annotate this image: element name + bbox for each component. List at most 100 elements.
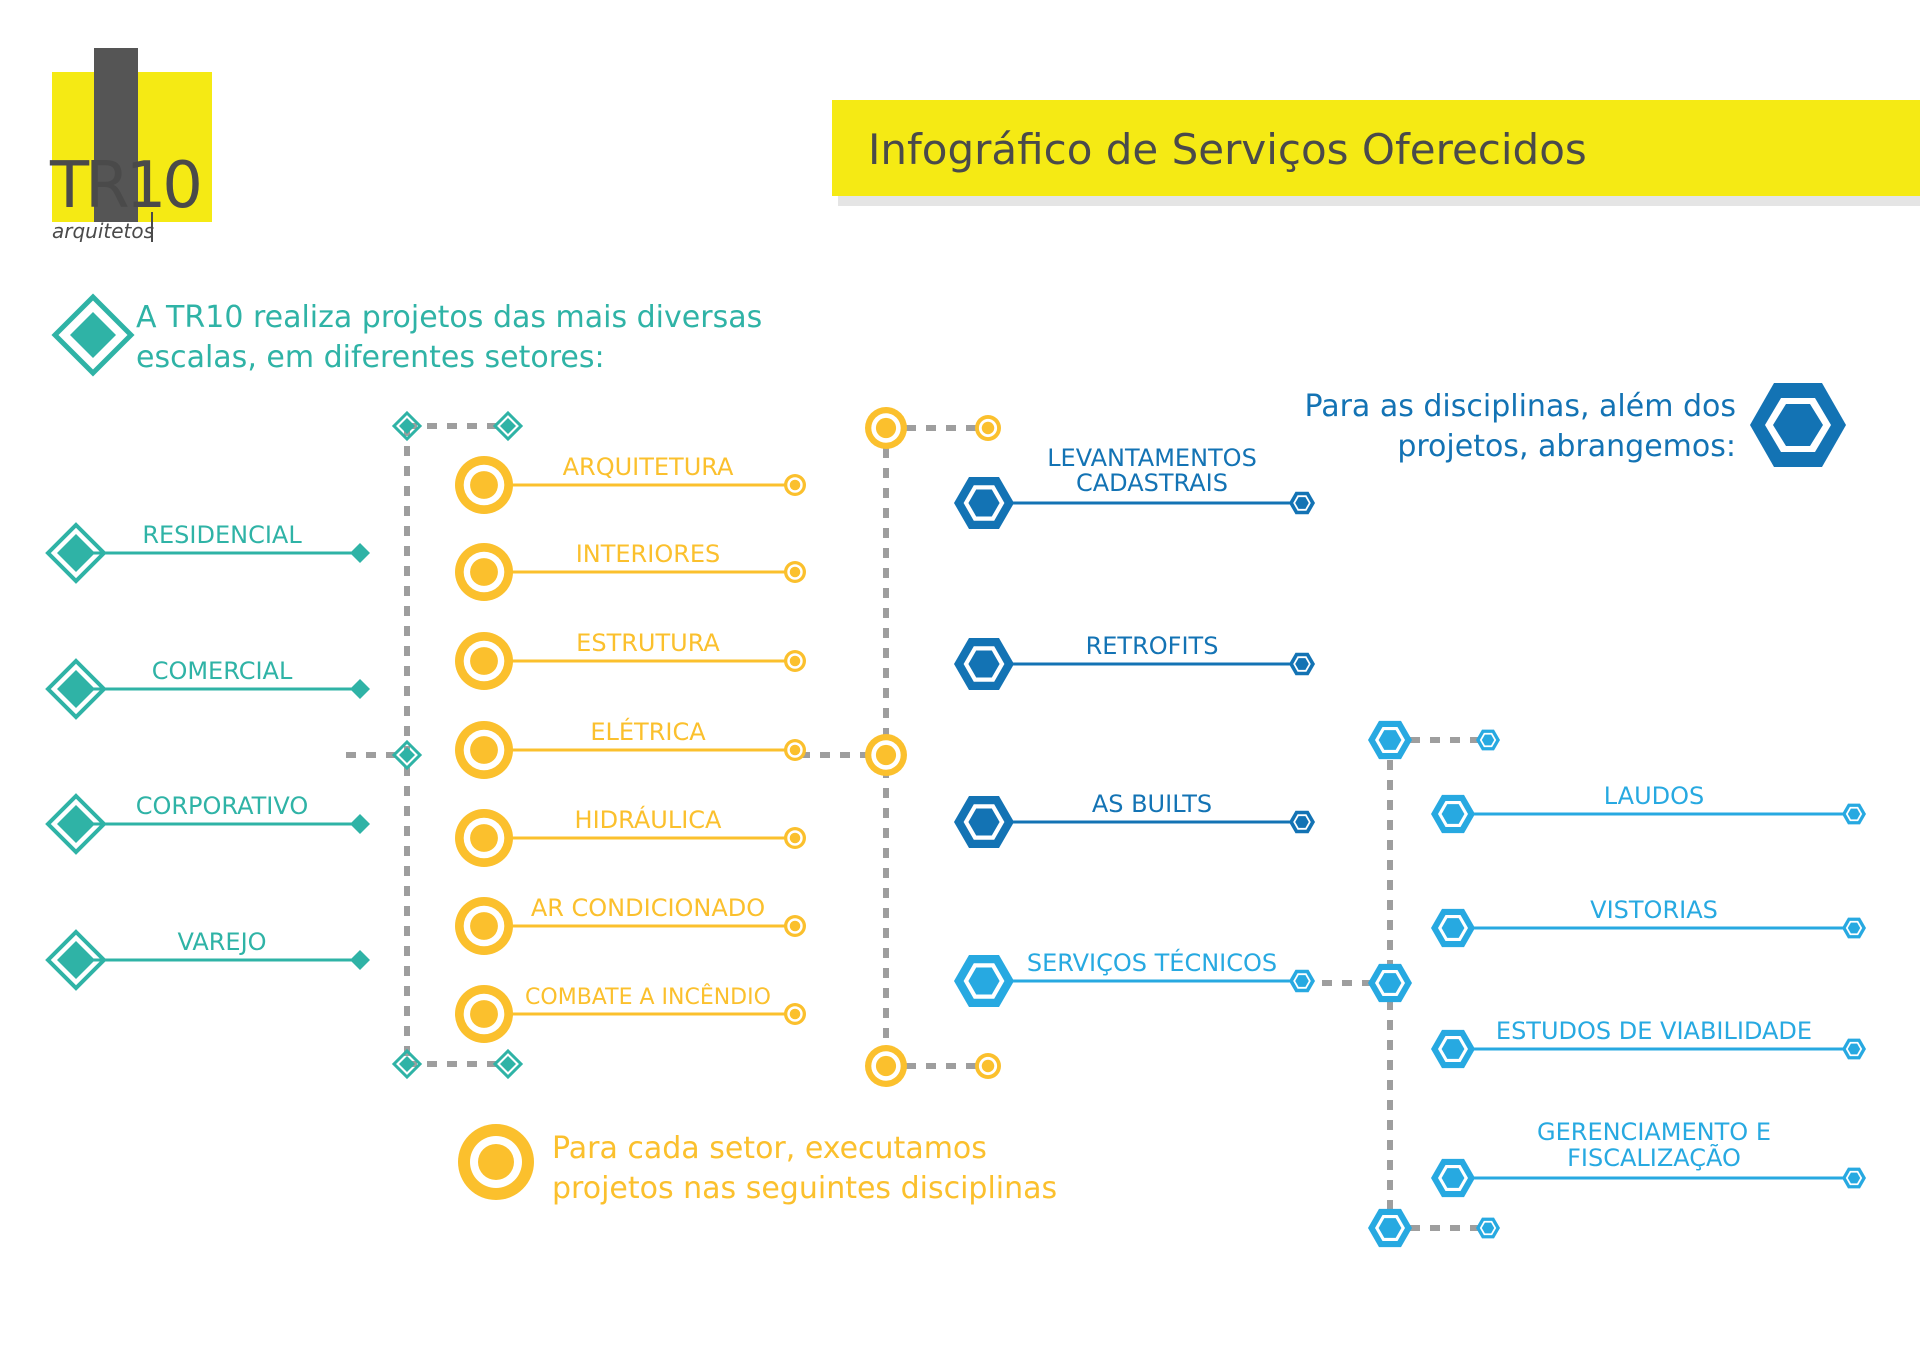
technical-service-label: LAUDOS (1604, 782, 1705, 810)
discipline-ring-icon (455, 985, 513, 1043)
disciplines-note-ring-icon (458, 1124, 534, 1200)
extra-note-line-2: projetos, abrangemos: (1397, 429, 1736, 464)
yellow-trunk-bottom-end-ring-icon (975, 1053, 1001, 1079)
discipline-end-ring-icon (784, 827, 806, 849)
extra-service-label: AS BUILTS (1092, 790, 1212, 818)
tr10-logo: TR10 arquitetos (49, 48, 212, 243)
extra-service-item: RETROFITS (954, 632, 1315, 690)
technical-service-item: VISTORIAS (1431, 896, 1866, 948)
lightblue-trunk-bottom-hexagon-icon (1368, 1208, 1412, 1248)
sector-label: VAREJO (177, 928, 266, 956)
technical-service-item: LAUDOS (1431, 782, 1866, 834)
discipline-item: AR CONDICIONADO (455, 894, 806, 955)
discipline-item: ARQUITETURA (455, 453, 806, 514)
teal-trunk-middle-diamond-icon (391, 739, 423, 771)
sector-label: CORPORATIVO (136, 792, 309, 820)
discipline-end-ring-icon (784, 915, 806, 937)
technical-service-end-hexagon-icon (1842, 803, 1866, 825)
intro-line-2: escalas, em diferentes setores: (136, 340, 605, 375)
discipline-end-ring-icon (784, 650, 806, 672)
discipline-item: ELÉTRICA (455, 717, 806, 779)
sector-item: RESIDENCIAL (45, 521, 370, 584)
discipline-list: ARQUITETURA INTERIORES ESTRUTURA ELÉTRICA HI… (455, 453, 806, 1043)
lightblue-trunk-top-end-hexagon-icon (1476, 729, 1500, 751)
extra-service-label: RETROFITS (1086, 632, 1219, 660)
lightblue-trunk-middle-hexagon-icon (1368, 963, 1412, 1003)
sector-label: RESIDENCIAL (142, 521, 302, 549)
yellow-trunk-top-end-ring-icon (975, 415, 1001, 441)
extra-service-end-hexagon-icon (1289, 969, 1315, 993)
intro-block: A TR10 realiza projetos das mais diversa… (51, 293, 762, 377)
disciplines-note-line-2: projetos nas seguintes disciplinas (552, 1171, 1057, 1206)
technical-service-label: VISTORIAS (1590, 896, 1718, 924)
discipline-label: AR CONDICIONADO (531, 894, 765, 922)
sector-diamond-icon (45, 929, 107, 991)
logo-mark: TR10 (49, 149, 199, 223)
lightblue-trunk-bottom-end-hexagon-icon (1476, 1217, 1500, 1239)
intro-diamond-icon (51, 293, 135, 377)
discipline-label: HIDRÁULICA (575, 805, 723, 834)
extra-service-hexagon-icon (954, 955, 1014, 1007)
discipline-ring-icon (455, 721, 513, 779)
extra-service-hexagon-icon (954, 796, 1014, 848)
sector-label: COMERCIAL (152, 657, 293, 685)
sector-item: CORPORATIVO (45, 792, 370, 855)
technical-service-end-hexagon-icon (1842, 917, 1866, 939)
technical-services-list: LAUDOS VISTORIAS ESTUDOS DE VIABILIDADE GER… (1431, 782, 1866, 1198)
discipline-label: ELÉTRICA (590, 717, 706, 746)
discipline-label: INTERIORES (576, 540, 721, 568)
discipline-label: ARQUITETURA (563, 453, 734, 481)
extra-service-label: SERVIÇOS TÉCNICOS (1027, 948, 1277, 977)
header-banner: Infográfico de Serviços Oferecidos (832, 100, 1920, 206)
extra-service-item: AS BUILTS (954, 790, 1315, 848)
extra-service-label-line-2: CADASTRAIS (1076, 469, 1228, 497)
page-title: Infográfico de Serviços Oferecidos (868, 125, 1587, 174)
discipline-ring-icon (455, 897, 513, 955)
extra-service-end-hexagon-icon (1289, 810, 1315, 834)
technical-service-item: ESTUDOS DE VIABILIDADE (1431, 1017, 1866, 1069)
technical-service-hexagon-icon (1431, 908, 1475, 948)
extra-service-end-hexagon-icon (1289, 652, 1315, 676)
discipline-item: ESTRUTURA (455, 629, 806, 690)
sector-end-diamond-icon (350, 814, 370, 834)
intro-line-1: A TR10 realiza projetos das mais diversa… (136, 300, 762, 335)
technical-service-label-line-1: GERENCIAMENTO E (1537, 1118, 1771, 1146)
sector-diamond-icon (45, 658, 107, 720)
extra-service-hexagon-icon (954, 477, 1014, 529)
discipline-end-ring-icon (784, 739, 806, 761)
discipline-end-ring-icon (784, 561, 806, 583)
sector-end-diamond-icon (350, 679, 370, 699)
technical-service-hexagon-icon (1431, 1158, 1475, 1198)
discipline-ring-icon (455, 809, 513, 867)
disciplines-note-block: Para cada setor, executamos projetos nas… (458, 1124, 1057, 1206)
teal-trunk-top-end-diamond-icon (492, 410, 524, 442)
discipline-ring-icon (455, 632, 513, 690)
extra-service-label-line-1: LEVANTAMENTOS (1047, 444, 1257, 472)
discipline-ring-icon (455, 456, 513, 514)
lightblue-trunk-top-hexagon-icon (1368, 720, 1412, 760)
dashed-connectors (346, 407, 1500, 1248)
extra-note-line-1: Para as disciplinas, além dos (1304, 389, 1736, 424)
extra-service-hexagon-icon (954, 638, 1014, 690)
teal-trunk-top-diamond-icon (391, 410, 423, 442)
logo-subtitle: arquitetos (52, 219, 154, 243)
sector-item: COMERCIAL (45, 657, 370, 720)
sector-diamond-icon (45, 522, 107, 584)
technical-service-label-line-2: FISCALIZAÇÃO (1567, 1142, 1741, 1172)
technical-service-hexagon-icon (1431, 1029, 1475, 1069)
extra-note-hexagon-icon (1750, 383, 1846, 467)
discipline-item: HIDRÁULICA (455, 805, 806, 867)
extra-service-end-hexagon-icon (1289, 491, 1315, 515)
sector-item: VAREJO (45, 928, 370, 991)
discipline-end-ring-icon (784, 474, 806, 496)
sector-diamond-icon (45, 793, 107, 855)
sector-end-diamond-icon (350, 950, 370, 970)
yellow-trunk-middle-ring-icon (865, 734, 907, 776)
technical-service-label: ESTUDOS DE VIABILIDADE (1496, 1017, 1812, 1045)
discipline-label: COMBATE A INCÊNDIO (525, 984, 771, 1010)
yellow-trunk-top-ring-icon (865, 407, 907, 449)
